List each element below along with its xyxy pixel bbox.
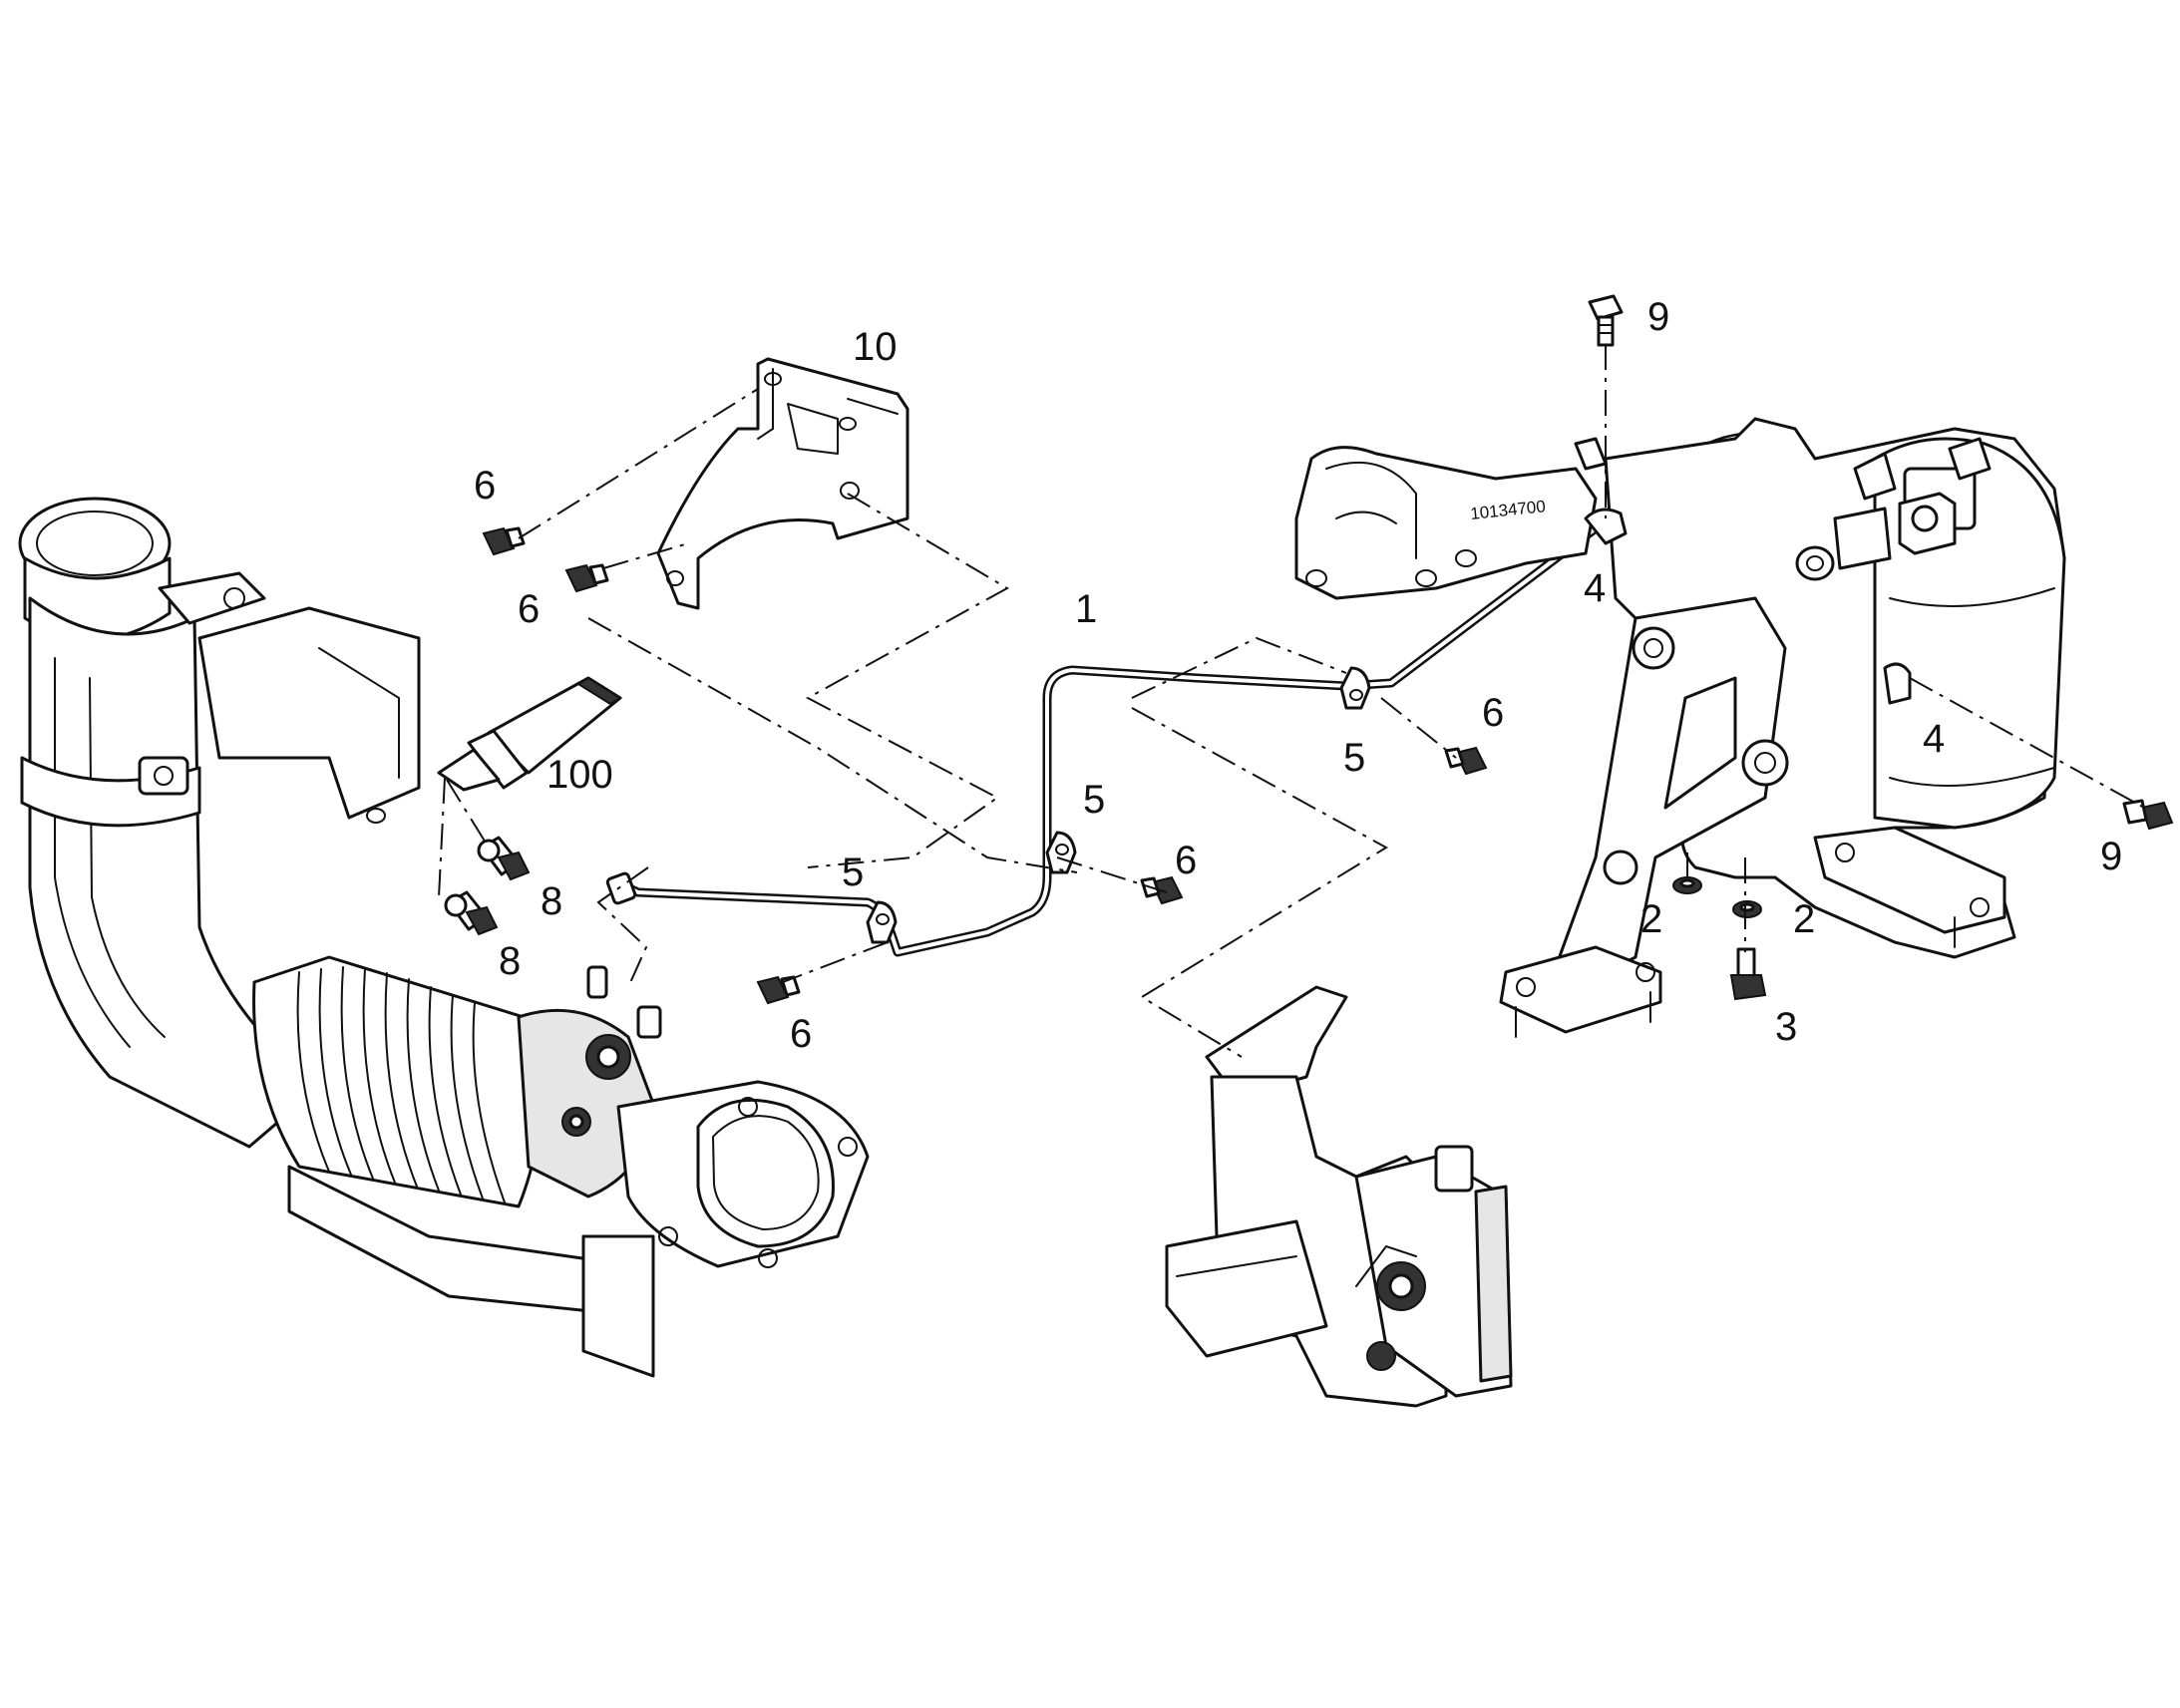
callout-5-center: 5 bbox=[1083, 778, 1105, 822]
washer-2-left bbox=[1672, 876, 1702, 894]
pipe-clip-5-right bbox=[1339, 666, 1371, 710]
bolt-6-top-left bbox=[482, 526, 526, 556]
callout-4-upper: 4 bbox=[1584, 566, 1606, 610]
bolt-9-right bbox=[2122, 799, 2174, 831]
pipe-clip-4-upper bbox=[1584, 508, 1628, 545]
fitting-8-lower bbox=[444, 890, 499, 936]
callout-2-left: 2 bbox=[1640, 897, 1662, 941]
callout-3: 3 bbox=[1775, 1005, 1797, 1049]
callout-6-lower-left: 6 bbox=[790, 1012, 812, 1056]
callout-5-right: 5 bbox=[1343, 736, 1365, 780]
pipe-clip-5-center bbox=[1045, 831, 1077, 874]
callout-6-mid-left: 6 bbox=[518, 587, 540, 631]
callout-6-top-left: 6 bbox=[474, 464, 496, 508]
pipe-clip-5-left bbox=[866, 900, 898, 944]
fitting-8-upper bbox=[477, 836, 531, 881]
pipe-clip-4-lower bbox=[1883, 662, 1912, 705]
bolt-6-lower-left bbox=[756, 975, 801, 1005]
callout-labels: 1 2 2 3 4 4 5 5 5 6 6 6 6 6 8 8 9 9 10 1… bbox=[474, 295, 2122, 1056]
callout-9-top: 9 bbox=[1647, 295, 1669, 339]
bolt-3 bbox=[1729, 947, 1767, 1001]
callout-5-left: 5 bbox=[842, 851, 864, 894]
callout-2-right: 2 bbox=[1793, 897, 1815, 941]
heat-shield-bracket bbox=[656, 357, 909, 610]
callout-10: 10 bbox=[853, 325, 898, 369]
bolt-6-mid-left bbox=[564, 563, 609, 593]
callout-9-right: 9 bbox=[2100, 835, 2122, 878]
exhaust-intake-assembly bbox=[18, 497, 870, 1378]
callout-1: 1 bbox=[1075, 587, 1097, 631]
turbo-housing-assembly: 10134700 bbox=[1294, 417, 2066, 1038]
callout-100: 100 bbox=[546, 753, 613, 797]
bolt-9-top bbox=[1588, 294, 1624, 347]
assembly-lines bbox=[438, 344, 2145, 1058]
callout-4-lower: 4 bbox=[1923, 717, 1945, 761]
bolt-6-right bbox=[1444, 746, 1488, 776]
pressure-sensor-assembly bbox=[1165, 985, 1513, 1408]
callout-8-upper: 8 bbox=[541, 879, 562, 923]
callout-6-right: 6 bbox=[1482, 691, 1504, 735]
sealant-tube bbox=[437, 676, 622, 792]
washer-2-right bbox=[1732, 900, 1762, 918]
callout-8-lower: 8 bbox=[499, 939, 521, 983]
callout-6-center: 6 bbox=[1175, 839, 1197, 882]
